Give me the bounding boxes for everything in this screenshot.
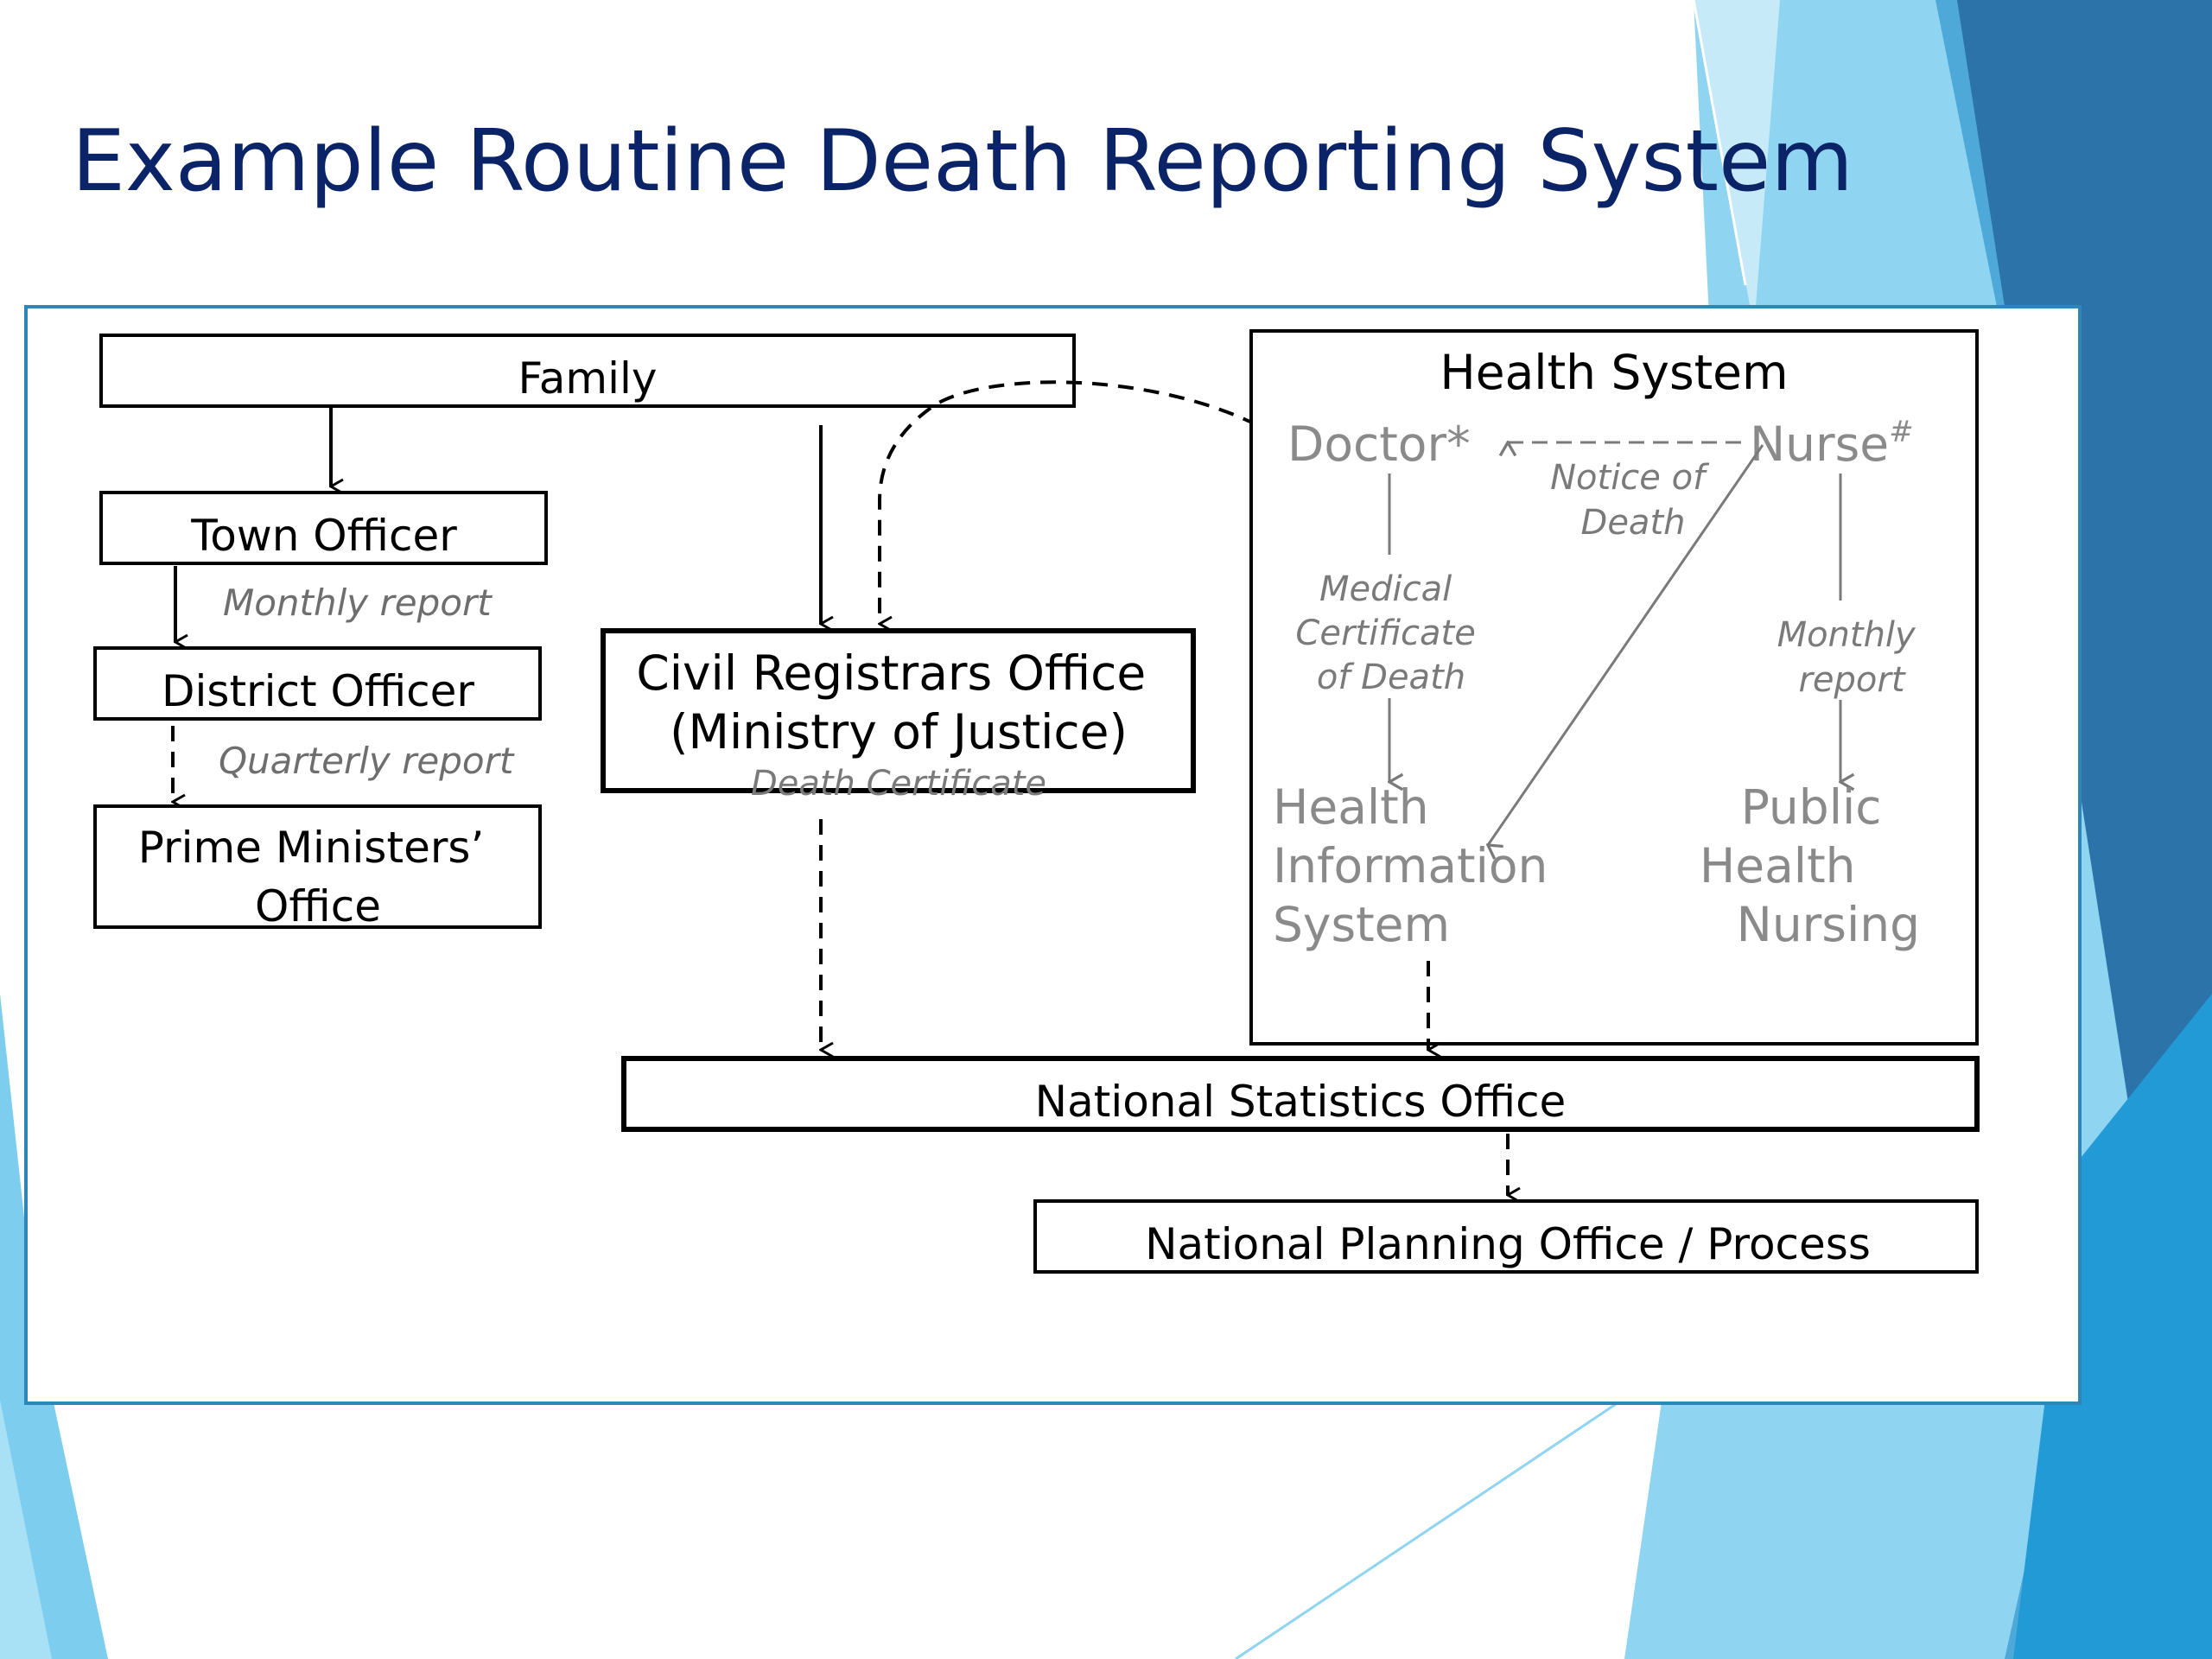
decor-thin-line <box>1235 1402 1617 1659</box>
decor-thin-line-2 <box>1692 0 1747 286</box>
notice-line-2: Death <box>1581 503 1686 543</box>
arrow-nurse-to-his <box>1488 444 1764 845</box>
his-line-3: System <box>1273 897 1450 952</box>
medical-certificate-label: Medical Certificate of Death <box>1295 569 1486 697</box>
prime-ministers-office-box <box>93 804 542 929</box>
phn-line-2: Health <box>1700 838 1856 893</box>
prime-ministers-office-label: Prime Ministers’ Office <box>138 823 499 931</box>
health-system-box <box>1249 329 1979 1046</box>
doctor-label: Doctor* <box>1287 416 1471 472</box>
death-certificate-label: Death Certificate <box>751 764 1046 804</box>
district-officer-box <box>93 646 542 721</box>
medcert-line-3: of Death <box>1317 658 1465 697</box>
pm-office-line-2: Office <box>255 881 381 931</box>
medcert-line-2: Certificate <box>1295 613 1475 653</box>
decor-bottom-left-facet <box>0 1400 52 1659</box>
national-planning-office-label: National Planning Office / Process <box>1145 1219 1871 1269</box>
family-box <box>99 334 1076 408</box>
nurse-label: Nurse# <box>1750 415 1914 472</box>
his-line-2: Information <box>1273 838 1548 893</box>
national-statistics-office-box <box>621 1056 1980 1132</box>
town-officer-box <box>99 491 548 565</box>
civil-registrars-office-box <box>601 628 1196 793</box>
slide-title: Example Routine Death Reporting System <box>72 112 1853 211</box>
notice-of-death-label: Notice of Death <box>1550 458 1716 543</box>
notice-line-1: Notice of <box>1550 458 1710 498</box>
registrar-line-2: (Ministry of Justice) <box>670 704 1128 760</box>
civil-registrars-office-label: Civil Registrars Office (Ministry of Jus… <box>636 645 1160 760</box>
decor-right-bottom-facet <box>2013 994 2212 1659</box>
registrar-line-1: Civil Registrars Office <box>636 645 1146 701</box>
family-label: Family <box>518 353 658 404</box>
phn-line-1: Public <box>1741 779 1882 835</box>
his-line-1: Health <box>1273 779 1429 835</box>
nurse-name: Nurse <box>1750 416 1889 472</box>
decor-left-band <box>0 994 108 1659</box>
nurse-mark: # <box>1889 415 1914 449</box>
nurse-monthly-line-2: report <box>1798 660 1905 700</box>
district-officer-label: District Officer <box>162 666 474 716</box>
nurse-monthly-line-1: Monthly <box>1777 615 1916 655</box>
national-planning-office-box <box>1033 1199 1979 1274</box>
decor-right-light-facet <box>1694 0 1780 328</box>
nurse-monthly-report-label: Monthly report <box>1777 615 1927 700</box>
monthly-report-label: Monthly report <box>223 582 493 624</box>
pm-office-line-1: Prime Ministers’ <box>138 823 485 873</box>
national-statistics-office-label: National Statistics Office <box>1035 1077 1567 1127</box>
town-officer-label: Town Officer <box>190 511 457 561</box>
phn-line-3: Nursing <box>1737 897 1920 952</box>
health-system-title: Health System <box>1440 345 1788 400</box>
health-information-system-label: Health Information System <box>1273 779 1563 952</box>
public-health-nursing-label: Public Health Nursing <box>1700 779 1920 952</box>
quarterly-report-label: Quarterly report <box>219 740 515 782</box>
medcert-line-1: Medical <box>1319 569 1452 609</box>
